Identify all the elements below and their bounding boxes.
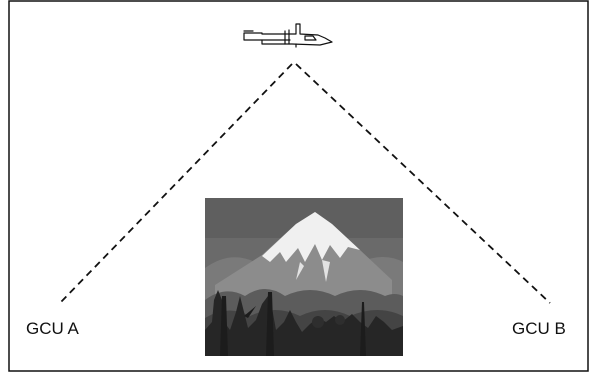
gcu-b-label: GCU B <box>512 320 566 337</box>
terrain-image <box>205 198 403 356</box>
gcu-a-label: GCU A <box>26 320 79 337</box>
